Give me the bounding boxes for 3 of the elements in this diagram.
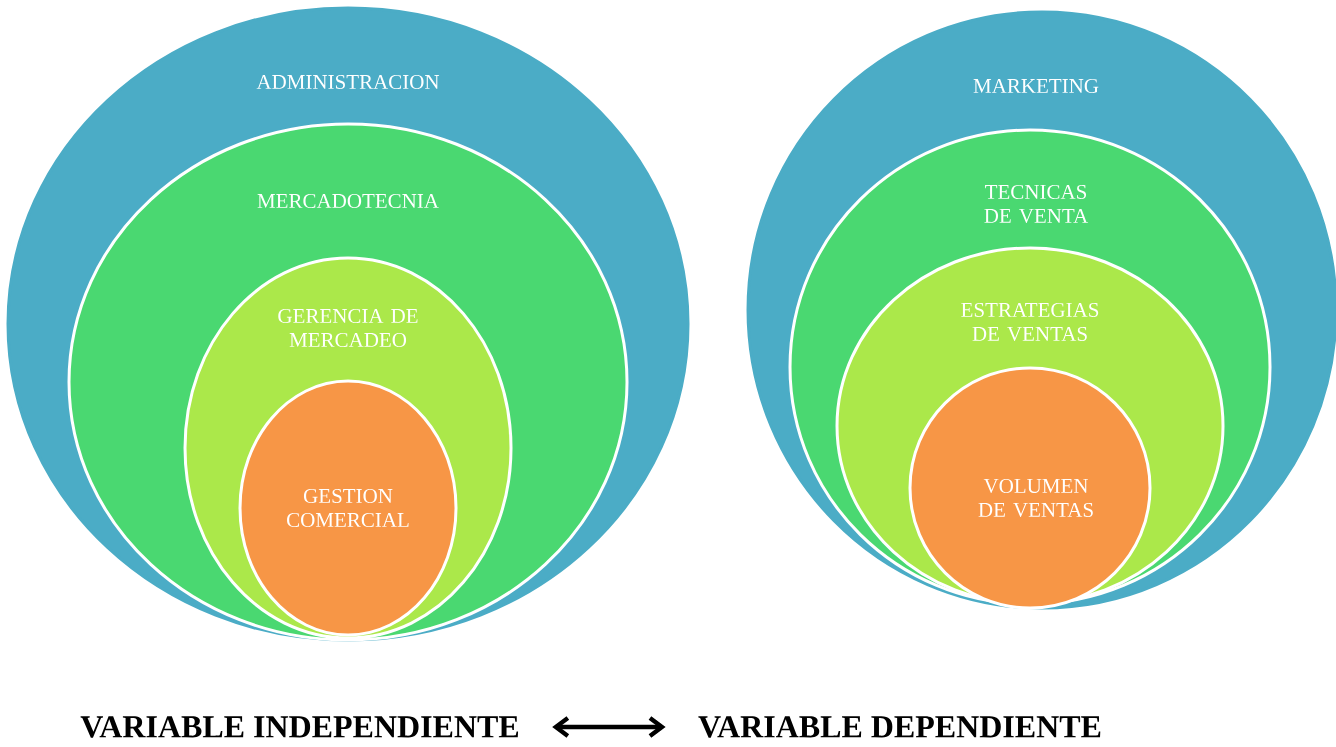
variable-label: VARIABLE DEPENDIENTE (698, 716, 1101, 738)
variable-label: VARIABLE INDEPENDIENTE (80, 716, 519, 738)
double-arrow (552, 716, 666, 738)
